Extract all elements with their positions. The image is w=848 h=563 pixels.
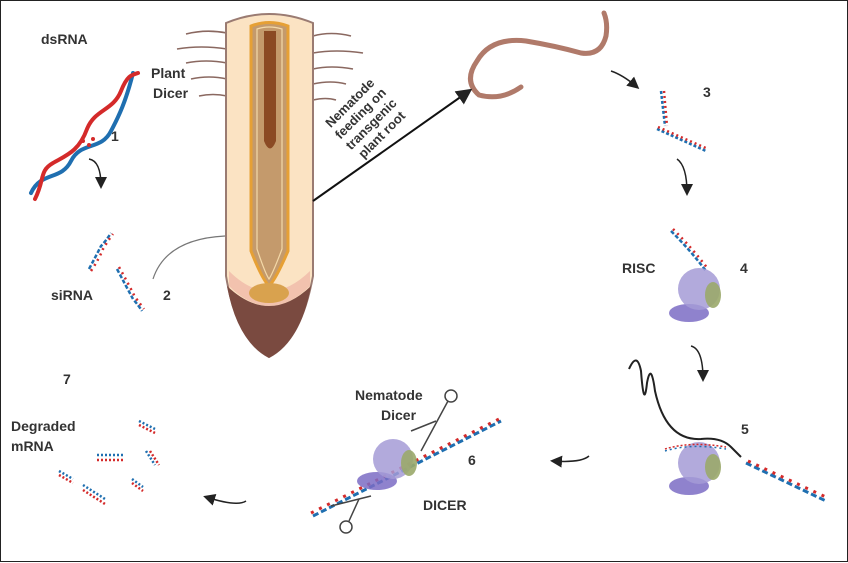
root-xylem <box>264 31 276 149</box>
arrow-step3-to-step4 <box>676 158 693 196</box>
arrow-step5-to-step6 <box>550 455 590 468</box>
root-cap <box>227 286 311 358</box>
nematode-worm <box>468 10 610 100</box>
plant-root <box>176 13 364 359</box>
root-meristem <box>249 283 289 303</box>
arrow-step4-to-step5 <box>690 345 709 382</box>
label-sirna: siRNA <box>51 287 93 303</box>
label-dicer: DICER <box>423 497 467 513</box>
label-degraded-line1: Degraded <box>11 418 76 434</box>
nematode-dicer-complex <box>310 389 504 534</box>
root-hairs <box>176 30 364 101</box>
sirna-duplexes <box>87 232 146 312</box>
protein-subunit-green <box>705 282 721 308</box>
label-nematode-dicer-line1: Nematode <box>355 387 423 403</box>
arrow-root-to-nematode <box>312 88 473 202</box>
label-degraded-line2: mRNA <box>11 438 54 454</box>
sirna-step3 <box>656 90 709 153</box>
arrow-step6-to-step7 <box>203 494 247 506</box>
mrna-strand <box>628 359 742 458</box>
root-vascular-cylinder <box>249 21 290 289</box>
step-number-2: 2 <box>163 287 171 303</box>
step-number-6: 6 <box>468 452 476 468</box>
label-nematode-feeding: Nematode feeding on transgenic plant roo… <box>322 75 408 161</box>
label-dsrna: dsRNA <box>41 31 88 47</box>
risc-mrna-binding <box>628 359 829 503</box>
label-plant-dicer-line1: Plant <box>151 65 186 81</box>
label-nematode-dicer-line2: Dicer <box>381 407 417 423</box>
degraded-mrna-fragments <box>58 419 161 506</box>
step-number-5: 5 <box>741 421 749 437</box>
risc-complex <box>669 228 721 322</box>
scissors-icon <box>410 389 458 452</box>
step-number-1: 1 <box>111 128 119 144</box>
step-number-7: 7 <box>63 371 71 387</box>
label-risc: RISC <box>622 260 655 276</box>
connector-root-to-sirna <box>152 235 226 280</box>
scissors-icon <box>330 495 372 534</box>
arrow-step1-to-step2 <box>88 158 107 189</box>
dsrna-helix <box>29 71 140 201</box>
arrow-nematode-to-step3 <box>610 70 640 89</box>
step-number-3: 3 <box>703 84 711 100</box>
step-number-4: 4 <box>740 260 748 276</box>
label-plant-dicer-line2: Dicer <box>153 85 189 101</box>
